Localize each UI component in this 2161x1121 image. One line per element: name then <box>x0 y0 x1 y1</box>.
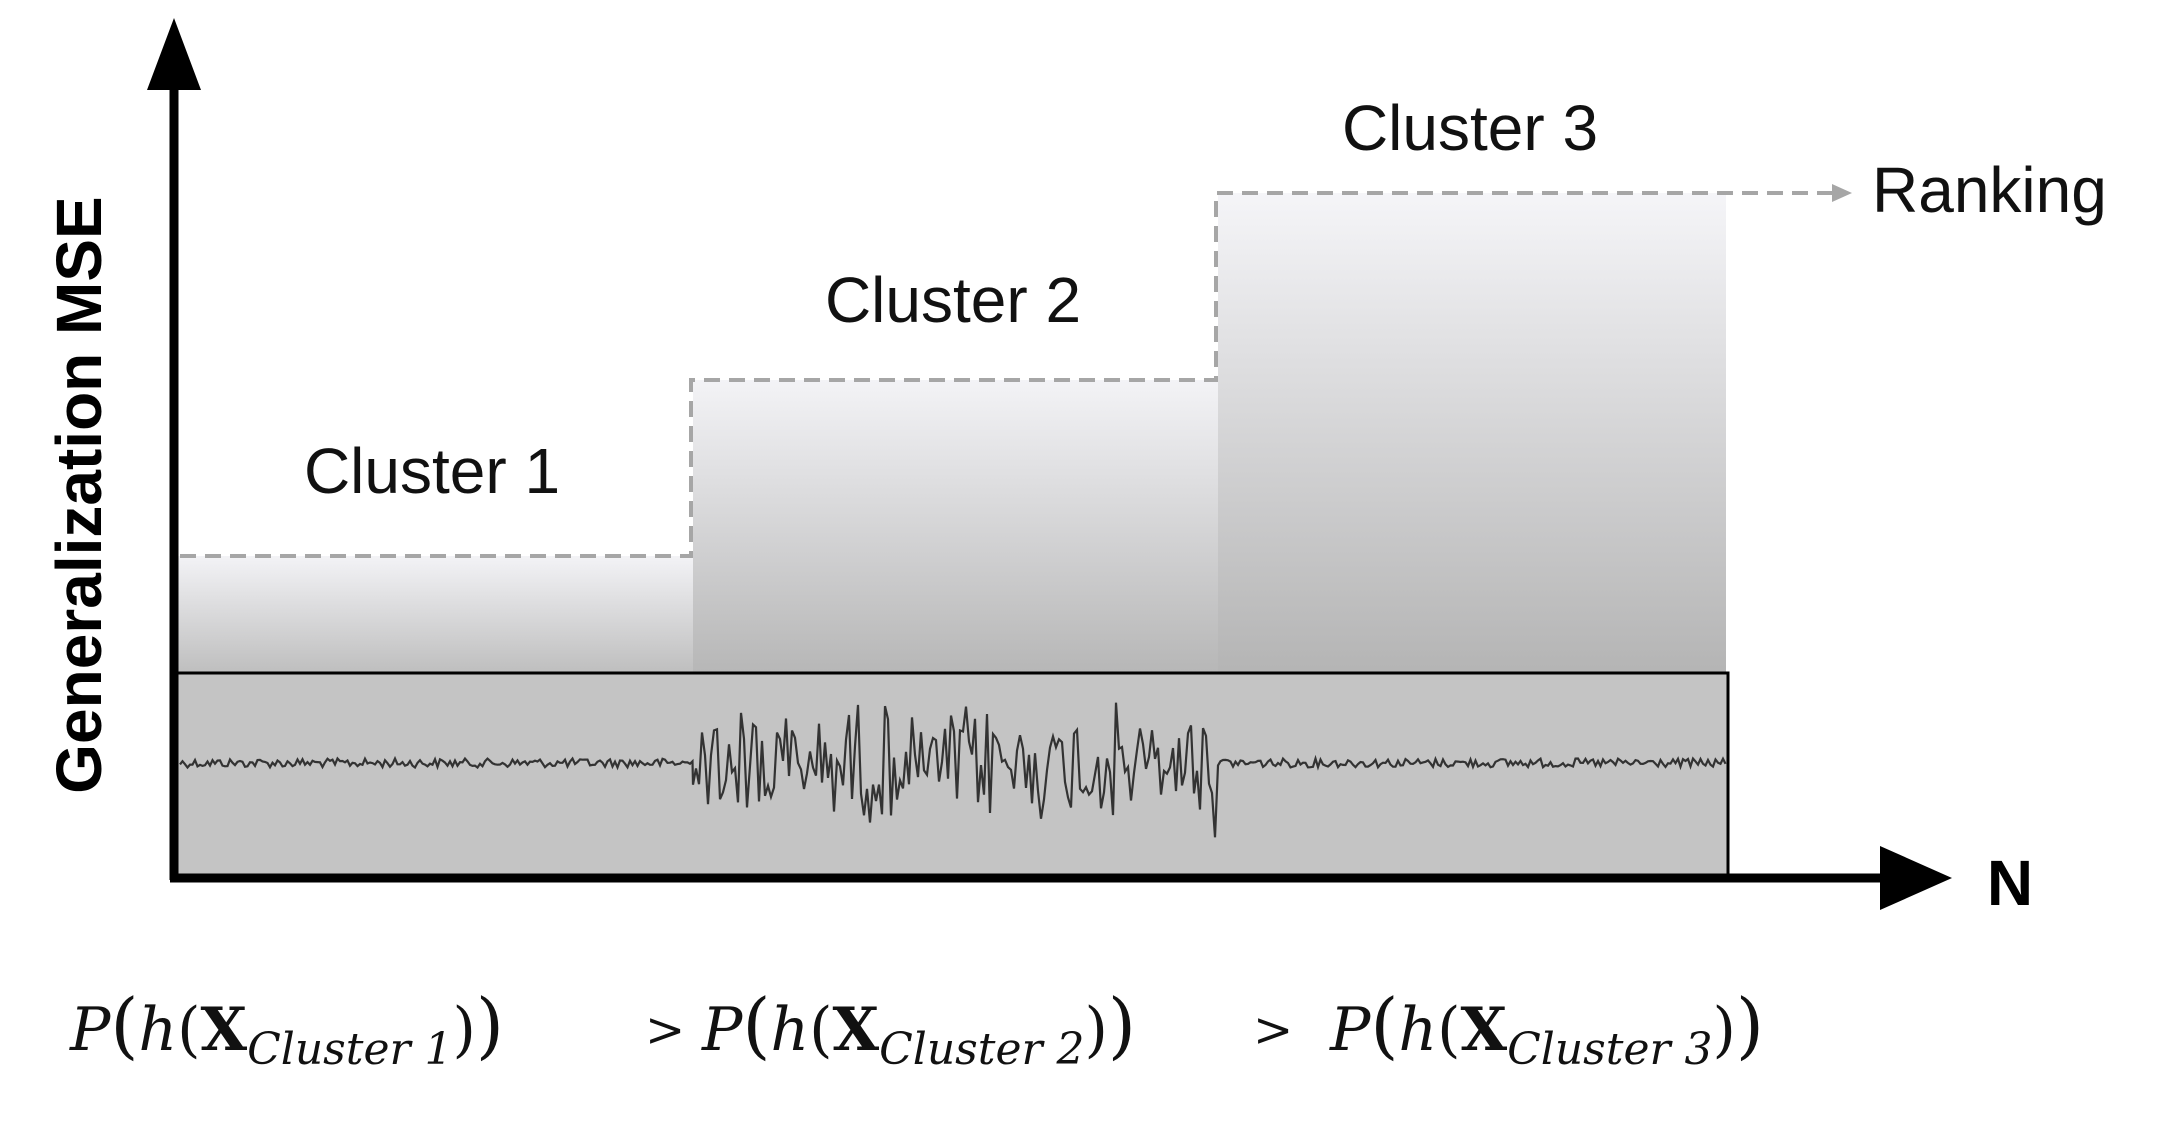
x-axis-label: N <box>1987 847 2033 919</box>
formula-operator-2: > <box>1253 1002 1293 1058</box>
ranking-arrowhead-icon <box>1832 184 1852 202</box>
cluster-2-error-block <box>693 380 1218 676</box>
cluster-3-label: Cluster 3 <box>1342 92 1598 164</box>
formula-term-2: P(h(XCluster 2)) <box>701 983 1136 1075</box>
baseline-band <box>174 671 1730 880</box>
formula-operator-1: > <box>645 1002 685 1058</box>
y-axis-arrowhead-icon <box>147 18 201 90</box>
cluster-2-label: Cluster 2 <box>825 264 1081 336</box>
cluster-1-error-block <box>176 556 693 676</box>
ranking-formula: P(h(XCluster 1)) > P(h(XCluster 2)) > P(… <box>69 983 1764 1075</box>
formula-term-3: P(h(XCluster 3)) <box>1329 983 1764 1075</box>
ranking-dashed-staircase <box>180 191 1836 558</box>
cluster-3-error-block <box>1218 193 1726 676</box>
formula-term-1: P(h(XCluster 1)) <box>69 983 504 1075</box>
y-axis-label: Generalization MSE <box>43 196 115 793</box>
ranking-label: Ranking <box>1872 154 2107 226</box>
noise-signal <box>179 702 1727 838</box>
x-axis-arrowhead-icon <box>1880 846 1952 910</box>
cluster-1-label: Cluster 1 <box>304 435 560 507</box>
